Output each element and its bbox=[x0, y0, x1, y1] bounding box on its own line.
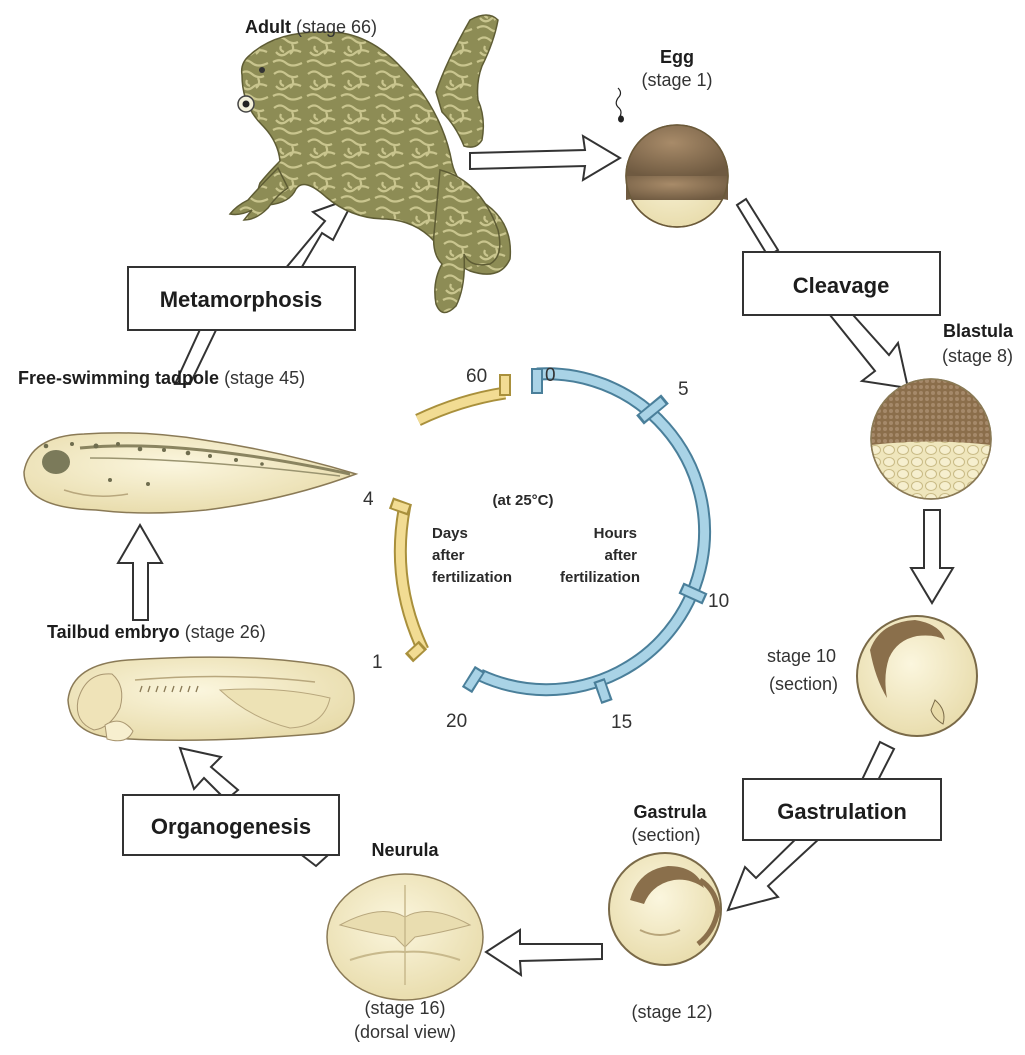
tailbud-embryo-illustration bbox=[68, 657, 354, 741]
gastrula-stage-label: (stage 12) bbox=[631, 1002, 712, 1022]
metamorphosis-label: Metamorphosis bbox=[160, 287, 323, 312]
organogenesis-box: Organogenesis bbox=[123, 795, 339, 855]
metamorphosis-box: Metamorphosis bbox=[128, 267, 355, 330]
hours-label-line1: Hours bbox=[594, 525, 637, 542]
arrow-tailbud-to-tadpole bbox=[118, 525, 162, 620]
hours-label-line3: fertilization bbox=[560, 569, 640, 586]
stage10-section-illustration bbox=[857, 616, 977, 736]
egg-illustration bbox=[616, 88, 728, 227]
days-label-line1: Days bbox=[432, 525, 468, 542]
hour-tick-15 bbox=[599, 680, 607, 702]
tadpole-label: Free-swimming tadpole (stage 45) bbox=[18, 368, 305, 388]
arrow-blastula-to-stage10 bbox=[911, 510, 953, 603]
arrow-cleavage-to-blastula bbox=[830, 306, 908, 388]
arrow-organogenesis-to-tailbud bbox=[180, 748, 238, 800]
blastula-stage-label: (stage 8) bbox=[942, 346, 1013, 366]
temperature-label: (at 25°C) bbox=[492, 492, 553, 509]
egg-label: Egg bbox=[660, 47, 694, 67]
hour-label-10: 10 bbox=[708, 591, 729, 612]
gastrulation-box: Gastrulation bbox=[743, 779, 941, 840]
neurula-label: Neurula bbox=[371, 840, 439, 860]
hour-label-0: 0 bbox=[545, 365, 556, 386]
blastula-label: Blastula bbox=[943, 321, 1014, 341]
days-label-line2: after bbox=[432, 547, 465, 564]
hours-label-line2: after bbox=[604, 547, 637, 564]
egg-stage-label: (stage 1) bbox=[641, 70, 712, 90]
blastula-illustration bbox=[871, 379, 991, 499]
neurula-illustration bbox=[327, 874, 483, 1000]
neurula-view-label: (dorsal view) bbox=[354, 1022, 456, 1042]
hour-label-20: 20 bbox=[446, 711, 467, 732]
gastrula-section-label: (section) bbox=[631, 825, 700, 845]
day-tick-4 bbox=[391, 503, 410, 510]
hour-label-5: 5 bbox=[678, 379, 689, 400]
timeline-clock: 0 5 10 15 20 1 4 60 (at 25°C) Hours afte… bbox=[363, 365, 729, 733]
stage10-label: stage 10 bbox=[767, 646, 836, 666]
gastrula-label: Gastrula bbox=[633, 802, 707, 822]
day-tick-1 bbox=[409, 645, 423, 658]
day-label-60: 60 bbox=[466, 366, 487, 387]
days-label-line3: fertilization bbox=[432, 569, 512, 586]
cleavage-box: Cleavage bbox=[743, 252, 940, 315]
day-label-4: 4 bbox=[363, 489, 374, 510]
hours-arc bbox=[480, 374, 705, 690]
cleavage-label: Cleavage bbox=[793, 273, 890, 298]
gastrulation-label: Gastrulation bbox=[777, 799, 907, 824]
arrow-gastrula-to-neurula bbox=[486, 930, 602, 975]
organogenesis-label: Organogenesis bbox=[151, 814, 311, 839]
arrow-egg-to-cleavage bbox=[737, 199, 778, 256]
hour-tick-20 bbox=[467, 669, 480, 690]
stage10-section-label: (section) bbox=[769, 674, 838, 694]
gastrula-illustration bbox=[609, 853, 721, 965]
tailbud-label: Tailbud embryo (stage 26) bbox=[47, 622, 266, 642]
neurula-stage-label: (stage 16) bbox=[364, 998, 445, 1018]
adult-stage-label: Adult (stage 66) bbox=[245, 17, 377, 37]
arrow-adult-to-egg bbox=[470, 136, 620, 180]
hour-label-15: 15 bbox=[611, 712, 632, 733]
day-label-1: 1 bbox=[372, 652, 383, 673]
tadpole-illustration bbox=[24, 433, 356, 513]
